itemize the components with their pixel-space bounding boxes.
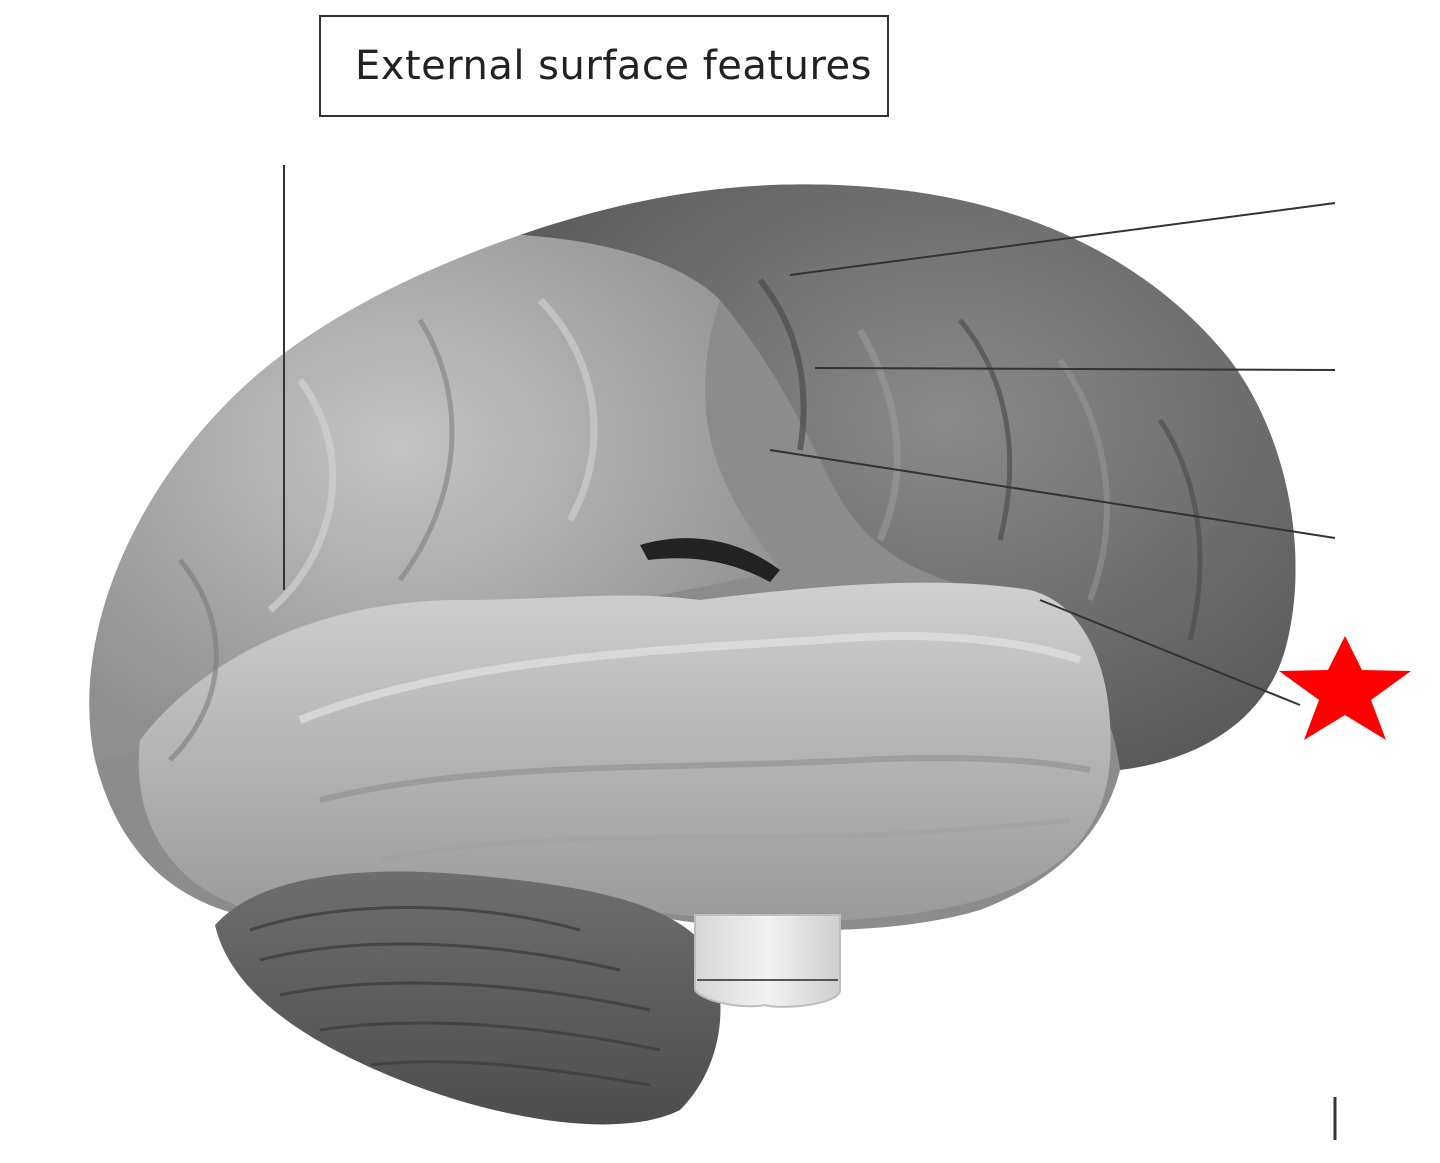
gyrus-line <box>757 278 807 451</box>
leader-line-2 <box>814 367 1336 371</box>
leader-line-1 <box>789 202 1336 276</box>
diagram-title: External surface features <box>355 43 872 89</box>
leader-line-4 <box>1039 599 1301 706</box>
frontal-region <box>89 235 780 760</box>
lateral-sulcus <box>640 538 780 582</box>
parietal-occipital-region <box>520 184 1296 770</box>
gyrus-line <box>379 817 1071 863</box>
leader-line-3 <box>769 449 1336 539</box>
gyrus-line <box>298 632 1082 724</box>
gyrus-line <box>267 377 337 613</box>
star-icon <box>1279 636 1411 740</box>
gyrus-line <box>1157 418 1203 641</box>
temporal-region <box>138 582 1111 922</box>
gyrus-line <box>319 755 1091 803</box>
cerebellum <box>215 871 721 1125</box>
gyrus-line <box>397 318 455 582</box>
gyrus-line <box>958 318 1013 541</box>
gyrus-line <box>168 558 219 762</box>
gyrus-line <box>537 297 598 522</box>
gyrus-line <box>1057 358 1110 602</box>
title-box: External surface features <box>319 15 889 117</box>
gyrus-line <box>856 328 901 542</box>
brainstem <box>694 914 841 1008</box>
cerebellum-folia <box>249 906 661 1087</box>
